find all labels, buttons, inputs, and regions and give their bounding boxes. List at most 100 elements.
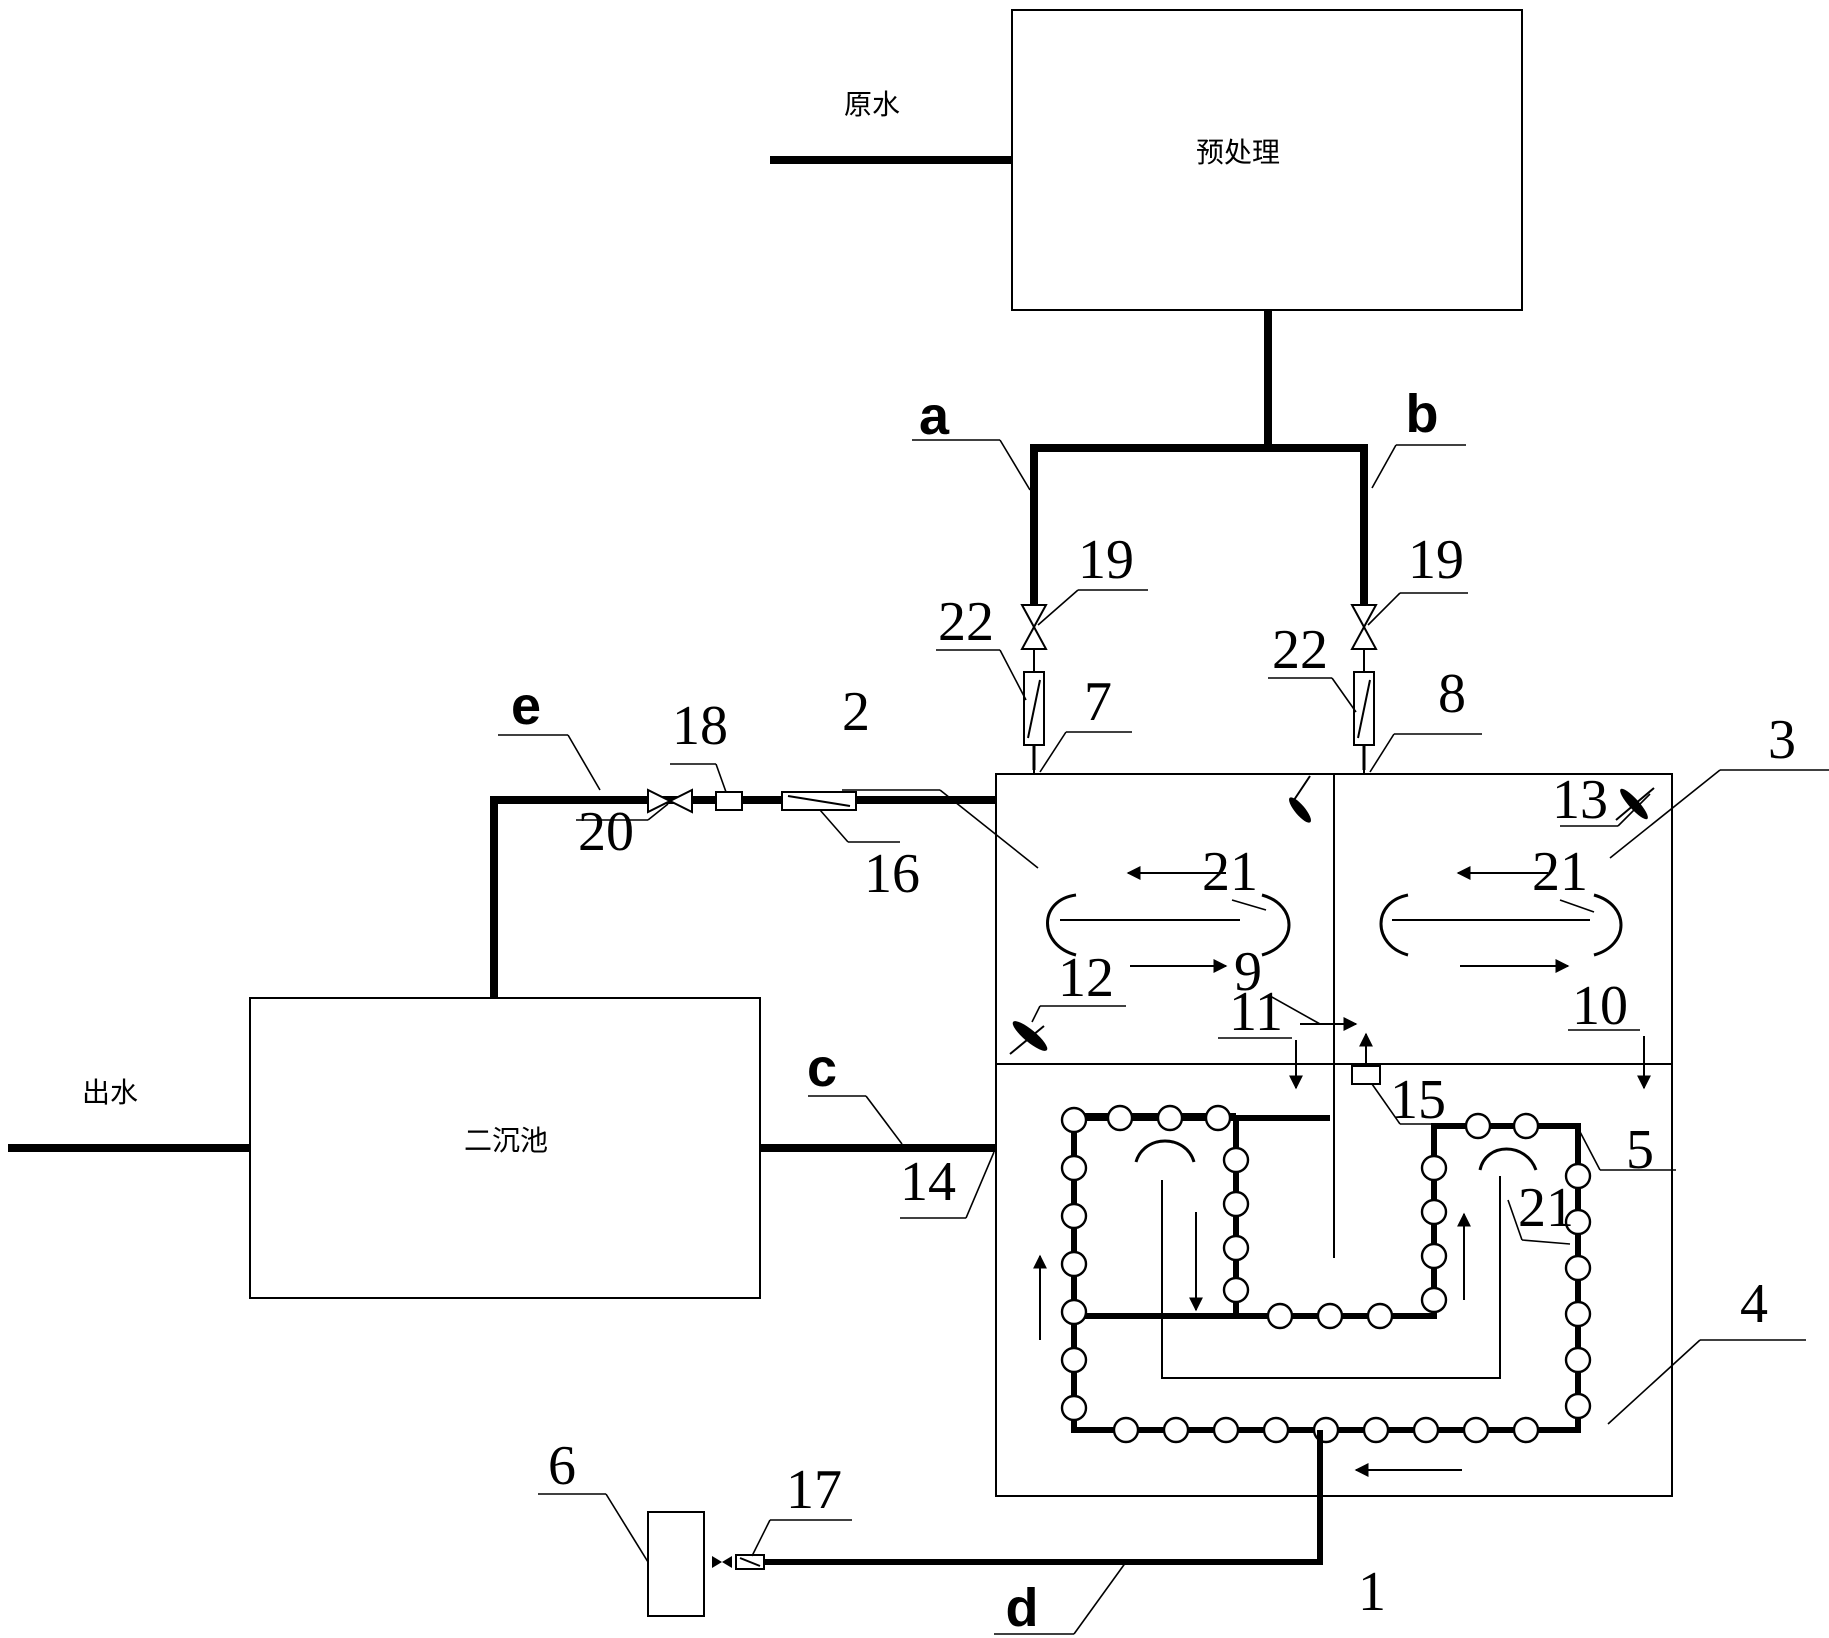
aerator-ring (1060, 1298, 1088, 1326)
aerator-ring (1106, 1104, 1134, 1132)
inlet-8: 8 (1369, 663, 1482, 773)
callout-7: 7 (1084, 671, 1112, 733)
callout-21-a: 21 (1202, 841, 1258, 903)
feed-pipe-b: b (1357, 384, 1466, 802)
callout-18: 18 (672, 695, 728, 757)
callout-19-right: 19 (1408, 529, 1464, 591)
return-pipe-e: e (490, 676, 996, 998)
aerator-ring (1564, 1254, 1592, 1282)
callout-22-left: 22 (938, 591, 994, 653)
aerator-ring (1262, 1416, 1290, 1444)
reactor-tank (995, 773, 1673, 1497)
aerator-ring (1212, 1416, 1240, 1444)
air-pipe-d: d 1 (746, 1430, 1386, 1638)
valve-19-left: 19 (1020, 529, 1148, 650)
callout-3: 3 (1768, 709, 1796, 771)
callout-9: 9 (1234, 941, 1262, 1003)
aerator-5: 5 4 (1060, 1104, 1806, 1444)
aerator-ring (1564, 1392, 1592, 1420)
secondary-clarifier-label: 二沉池 (464, 1124, 548, 1157)
aerator-ring (1564, 1208, 1592, 1236)
flowmeter-16: 16 (781, 791, 920, 905)
callout-6: 6 (548, 1435, 576, 1497)
aerator-ring (1564, 1162, 1592, 1190)
aerator-ring (1420, 1286, 1448, 1314)
pretreatment-unit: 预处理 (1011, 9, 1523, 311)
pipe-label-e: e (511, 676, 541, 736)
callout-22-right: 22 (1272, 619, 1328, 681)
aerator-ring (1222, 1234, 1250, 1262)
callout-13: 13 (1552, 769, 1608, 831)
aerator-ring (1512, 1112, 1540, 1140)
effluent-outlet: 出水 (8, 1076, 250, 1152)
callout-14: 14 (900, 1151, 956, 1213)
aerator-ring (1112, 1416, 1140, 1444)
aerator-rings (1060, 1104, 1592, 1444)
callout-1: 1 (1358, 1561, 1386, 1623)
opening-10: 10 (1568, 975, 1651, 1090)
callout-21-c: 21 (1518, 1177, 1574, 1239)
zone-2: 2 21 (842, 681, 1291, 973)
sensor-15: 15 (1351, 1032, 1456, 1131)
inlet-7: 7 (1039, 671, 1132, 773)
callout-4: 4 (1740, 1273, 1768, 1335)
callout-10: 10 (1572, 975, 1628, 1037)
callout-5: 5 (1626, 1119, 1654, 1181)
callout-12: 12 (1058, 947, 1114, 1009)
callout-20: 20 (578, 801, 634, 863)
valve-17: 17 (712, 1459, 852, 1570)
aerator-ring (1512, 1416, 1540, 1444)
pipe-label-c: c (807, 1038, 837, 1098)
aerator-ring (1060, 1154, 1088, 1182)
opening-9: 9 (1234, 941, 1358, 1031)
callout-16: 16 (864, 843, 920, 905)
secondary-clarifier: 二沉池 (249, 997, 761, 1299)
pipe-label-b: b (1406, 384, 1439, 444)
effluent-label: 出水 (82, 1076, 138, 1109)
flowmeter-22-right: 22 (1268, 619, 1375, 746)
aerator-ring (1420, 1198, 1448, 1226)
callout-17: 17 (786, 1459, 842, 1521)
callout-19-left: 19 (1078, 529, 1134, 591)
pipe-label-d: d (1006, 1578, 1039, 1638)
feed-pipe-split (1034, 310, 1366, 452)
effluent-pipe-c: c (760, 1038, 996, 1152)
aerator-ring (1060, 1346, 1088, 1374)
callout-15: 15 (1390, 1069, 1446, 1131)
aerator-ring (1316, 1302, 1344, 1330)
aerator-ring (1222, 1146, 1250, 1174)
mixer-unlabeled (1289, 775, 1311, 823)
aerator-ring (1060, 1202, 1088, 1230)
zone-3: 3 21 (1379, 709, 1829, 973)
aerator-ring (1362, 1416, 1390, 1444)
callout-2: 2 (842, 681, 870, 743)
mixer-12: 12 (1009, 947, 1126, 1055)
callout-8: 8 (1438, 663, 1466, 725)
flowmeter-22-left: 22 (936, 591, 1045, 746)
aerator-ring (1564, 1300, 1592, 1328)
outlet-14: 14 (900, 1151, 995, 1219)
aerator-ring (1222, 1190, 1250, 1218)
aerator-ring (1060, 1250, 1088, 1278)
aerator-ring (1156, 1104, 1184, 1132)
pretreatment-label: 预处理 (1196, 136, 1280, 169)
aerator-ring (1162, 1416, 1190, 1444)
valve-20: 20 (576, 788, 693, 863)
blower-6: 6 (538, 1435, 705, 1617)
aerator-ring (1060, 1394, 1088, 1422)
pipe-label-a: a (919, 386, 950, 446)
aerator-ring (1464, 1112, 1492, 1140)
aerator-ring (1060, 1106, 1088, 1134)
aerator-ring (1266, 1302, 1294, 1330)
aerator-ring (1412, 1416, 1440, 1444)
raw-water-label: 原水 (844, 88, 900, 121)
raw-water-inlet: 原水 (770, 88, 1012, 164)
aerator-ring (1420, 1242, 1448, 1270)
valve-19-right: 19 (1350, 529, 1468, 650)
callout-11: 11 (1229, 981, 1283, 1043)
aerator-ring (1366, 1302, 1394, 1330)
aerator-ring (1420, 1154, 1448, 1182)
zone-4-flow: 21 (1033, 1139, 1574, 1477)
opening-11: 11 (1218, 981, 1303, 1090)
